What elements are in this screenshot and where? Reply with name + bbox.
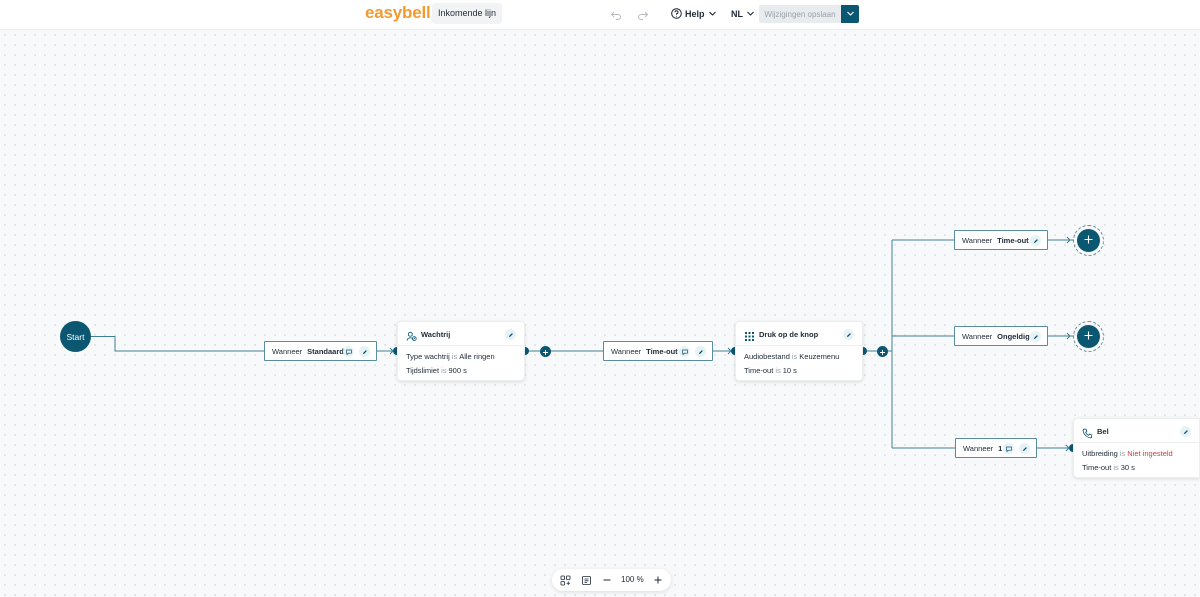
queue-icon — [406, 329, 417, 341]
edit-pencil-icon[interactable] — [843, 329, 854, 340]
condition-key-1[interactable]: Wanneer 1 — [955, 438, 1037, 458]
condition-value: Time-out — [646, 346, 678, 356]
edit-pencil-icon[interactable] — [1030, 331, 1041, 342]
add-action-button[interactable] — [1073, 225, 1104, 256]
edit-pencil-icon[interactable] — [505, 329, 516, 340]
page-label[interactable]: Inkomende lijn — [432, 3, 503, 24]
top-bar: easybell Inkomende lijn Help NL Wijzigin… — [0, 0, 1200, 30]
condition-standaard[interactable]: Wanneer Standaard — [264, 341, 377, 361]
layout-icon[interactable] — [559, 574, 571, 586]
condition-value: 1 — [998, 443, 1003, 453]
divider — [398, 345, 524, 346]
condition-keyword: Wanneer — [962, 331, 993, 341]
divider — [1074, 442, 1199, 443]
comment-icon[interactable] — [343, 346, 354, 357]
zoom-out-icon[interactable] — [601, 574, 613, 586]
condition-keyword: Wanneer — [962, 235, 993, 245]
add-action-button[interactable] — [1073, 321, 1104, 352]
document-icon[interactable] — [580, 574, 592, 586]
node-title: Bel — [1097, 427, 1109, 436]
edit-pencil-icon[interactable] — [1019, 443, 1030, 454]
condition-value: Standaard — [307, 346, 344, 356]
help-menu[interactable]: Help — [671, 6, 717, 22]
chevron-down-icon — [746, 9, 755, 20]
help-label: Help — [685, 9, 705, 19]
divider — [736, 345, 862, 346]
condition-ongeldig[interactable]: Wanneer Ongeldig — [954, 326, 1048, 346]
phone-icon — [1082, 426, 1093, 439]
plus-icon — [1083, 328, 1094, 346]
condition-keyword: Wanneer — [611, 346, 642, 356]
condition-value: Time-out — [997, 235, 1029, 245]
comment-icon[interactable] — [1003, 443, 1014, 454]
plus-icon — [879, 343, 886, 361]
start-node[interactable]: Start — [60, 321, 91, 352]
comment-icon[interactable] — [679, 346, 690, 357]
undo-icon[interactable] — [610, 8, 622, 20]
save-options-button[interactable] — [841, 5, 859, 23]
node-title: Wachtrij — [421, 330, 451, 339]
language-selector[interactable]: NL — [731, 6, 755, 22]
zoom-level: 100 % — [621, 575, 644, 584]
zoom-in-icon[interactable] — [652, 574, 664, 586]
condition-time-out[interactable]: Wanneer Time-out — [954, 230, 1048, 250]
add-branch-button[interactable] — [877, 346, 888, 357]
help-circle-icon — [671, 7, 682, 21]
plus-icon — [542, 343, 549, 361]
condition-keyword: Wanneer — [272, 346, 303, 356]
chevron-down-icon — [846, 5, 855, 23]
plus-icon — [1083, 232, 1094, 250]
edit-pencil-icon[interactable] — [1180, 426, 1191, 437]
edit-pencil-icon[interactable] — [359, 346, 370, 357]
keypad-icon — [744, 329, 755, 341]
add-step-button[interactable] — [540, 346, 551, 357]
condition-value: Ongeldig — [997, 331, 1030, 341]
chevron-down-icon — [708, 9, 717, 20]
easybell-logo[interactable]: easybell — [365, 3, 431, 22]
edit-pencil-icon[interactable] — [1030, 235, 1041, 246]
condition-keyword: Wanneer — [963, 443, 994, 453]
edit-pencil-icon[interactable] — [695, 346, 706, 357]
save-changes-button[interactable]: Wijzigingen opslaan — [759, 5, 841, 23]
node-title: Druk op de knop — [759, 330, 819, 339]
language-label: NL — [731, 9, 743, 19]
zoom-toolbar: 100 % — [552, 569, 671, 591]
redo-icon[interactable] — [637, 8, 649, 20]
condition-time-out[interactable]: Wanneer Time-out — [603, 341, 713, 361]
